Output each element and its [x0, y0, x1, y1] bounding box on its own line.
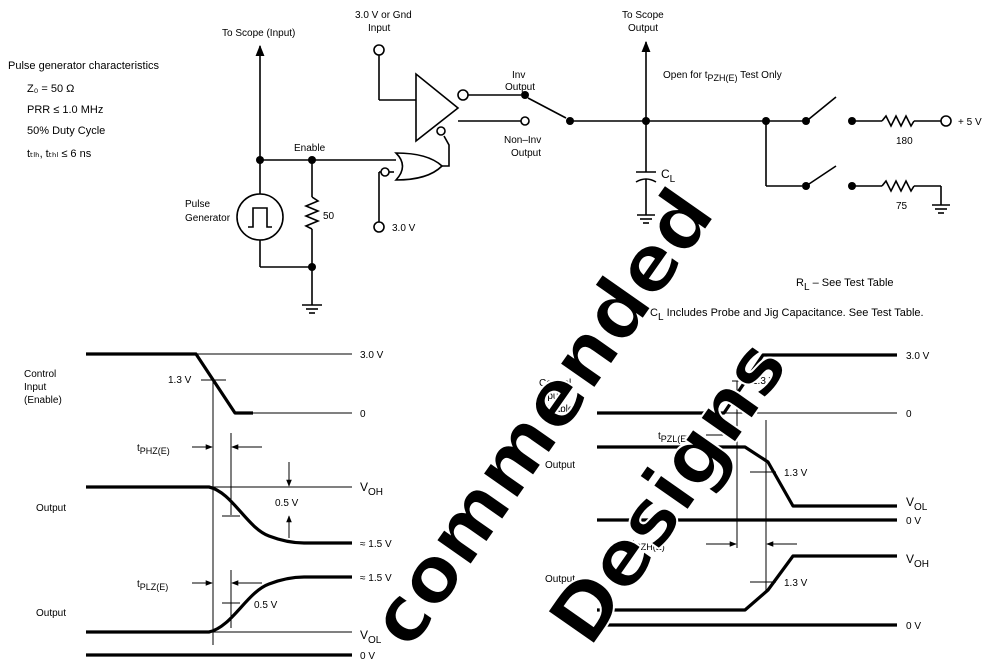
inverting-bubble	[457, 89, 469, 101]
vol-label: VOL	[906, 495, 928, 513]
open-for-note: Open for tPZH(E) Test Only	[663, 70, 782, 83]
pulse-char-prr: PRR ≤ 1.0 MHz	[27, 104, 103, 116]
approx-15-label: ≈ 1.5 V	[360, 539, 392, 550]
scope-output-label-1: To Scope	[622, 10, 664, 21]
junction-dot	[308, 156, 316, 164]
enable-bubble	[436, 126, 446, 136]
plus5v-terminal	[940, 115, 952, 127]
resistor-180-symbol	[881, 114, 915, 128]
scope-output-label-2: Output	[628, 23, 658, 34]
output-select-switch	[527, 97, 567, 119]
zero-v-label: 0 V	[906, 516, 921, 527]
watermark: commended Designs	[351, 172, 807, 661]
gate-3v-label: 3.0 V	[392, 223, 416, 234]
v13-label: 1.3 V	[752, 376, 776, 387]
approx-15-label: ≈ 1.5 V	[360, 573, 392, 584]
pulse-char-zo: Z₀ = 50 Ω	[27, 83, 74, 95]
or-gate-symbol	[394, 152, 444, 181]
noninv-output-label-2: Output	[511, 148, 541, 159]
voh-label: VOH	[360, 480, 383, 498]
output-1-label: Output	[36, 503, 66, 514]
tphz-label: tPHZ(E)	[137, 443, 170, 456]
pulse-char-rise-fall: tₜₗₕ, tₜₕₗ ≤ 6 ns	[27, 148, 92, 160]
zero-label: 0	[360, 409, 366, 420]
v05-label: 0.5 V	[254, 600, 278, 611]
output-1-label: Output	[545, 460, 575, 471]
resistor-75-label: 75	[896, 201, 908, 212]
pulse-generator-symbol	[236, 193, 284, 241]
control-input-waveform	[597, 353, 897, 415]
resistor-180-label: 180	[896, 136, 913, 147]
resistor-75-symbol	[881, 179, 915, 193]
control-input-waveform	[86, 352, 253, 415]
pulse-generator-label-2: Generator	[185, 213, 231, 224]
load-switch-lower	[808, 165, 837, 185]
output-z-to-high-waveform	[597, 554, 897, 612]
vol-label: VOL	[360, 628, 382, 646]
zero-v-label: 0 V	[906, 621, 921, 632]
resistor-50-label: 50	[323, 211, 335, 222]
input-select-label-1: 3.0 V or Gnd	[355, 10, 412, 21]
control-input-label-3: (Enable)	[24, 395, 62, 406]
rl-note: RL – See Test Table	[796, 277, 894, 293]
inv-output-label-2: Output	[505, 82, 535, 93]
pulse-char-duty: 50% Duty Cycle	[27, 125, 105, 137]
control-input-label-2: Input	[24, 382, 46, 393]
pulse-generator-label-1: Pulse	[185, 199, 210, 210]
output-2-label: Output	[36, 608, 66, 619]
scope-input-label: To Scope (Input)	[222, 28, 295, 39]
noninv-output-label-1: Non–Inv	[504, 135, 541, 146]
control-input-label-1: Control	[24, 369, 56, 380]
pulse-characteristics-title: Pulse generator characteristics	[8, 60, 160, 72]
enable-label: Enable	[294, 143, 326, 154]
v05-label: 0.5 V	[275, 498, 299, 509]
input-select-terminal	[373, 44, 385, 56]
junction-dot	[308, 263, 316, 271]
zero-label: 0	[906, 409, 912, 420]
inv-output-label-1: Inv	[512, 70, 525, 81]
gate-to-enable-wire	[442, 135, 450, 167]
ground-symbol-left	[302, 304, 322, 314]
switch-contact	[521, 91, 529, 99]
control-input-label-3: (Enable)	[539, 404, 577, 415]
output-low-to-z-waveform	[86, 575, 352, 634]
pulse-waveform-icon	[248, 207, 272, 228]
output-high-to-z-waveform	[86, 485, 352, 545]
v3-label: 3.0 V	[360, 350, 384, 361]
enable-timing-waveforms: Control Input (Enable) 1.3 V 3.0 V 0 tPZ…	[539, 351, 930, 632]
cl-label: CL	[661, 167, 676, 185]
output-z-to-low-waveform	[597, 445, 897, 508]
ground-symbol-cl	[637, 214, 655, 224]
load-switch-upper	[808, 96, 837, 120]
cl-note: CL Includes Probe and Jig Capacitance. S…	[650, 307, 924, 323]
plus5v-label: + 5 V	[958, 117, 982, 128]
v13-label: 1.3 V	[784, 578, 808, 589]
v13-label: 1.3 V	[168, 375, 192, 386]
tpzl-label: tPZL(E)	[658, 431, 689, 444]
disable-timing-waveforms: Control Input (Enable) 1.3 V 3.0 V 0 tPH…	[24, 350, 392, 661]
input-select-label-2: Input	[368, 23, 390, 34]
switch-contact	[802, 182, 810, 190]
control-input-label-2: Input	[539, 391, 561, 402]
resistor-50-symbol	[303, 196, 321, 230]
tplz-label: tPLZ(E)	[137, 579, 168, 592]
junction-dot	[256, 156, 264, 164]
v3-label: 3.0 V	[906, 351, 930, 362]
or-gate-input-bubble	[380, 167, 390, 177]
zero-v-label: 0 V	[360, 651, 375, 661]
ground-symbol-r75	[932, 204, 950, 214]
output-2-label: Output	[545, 574, 575, 585]
control-input-label-1: Control	[539, 378, 571, 389]
switch-contact	[520, 116, 530, 126]
test-circuit: Pulse generator characteristics Z₀ = 50 …	[8, 10, 982, 323]
buffer-symbol	[415, 72, 460, 143]
gate-3v-terminal	[373, 221, 385, 233]
voh-label: VOH	[906, 552, 929, 570]
v13-label: 1.3 V	[784, 468, 808, 479]
tpzh-label: tPZH(E)	[632, 539, 665, 552]
switch-contact	[802, 117, 810, 125]
